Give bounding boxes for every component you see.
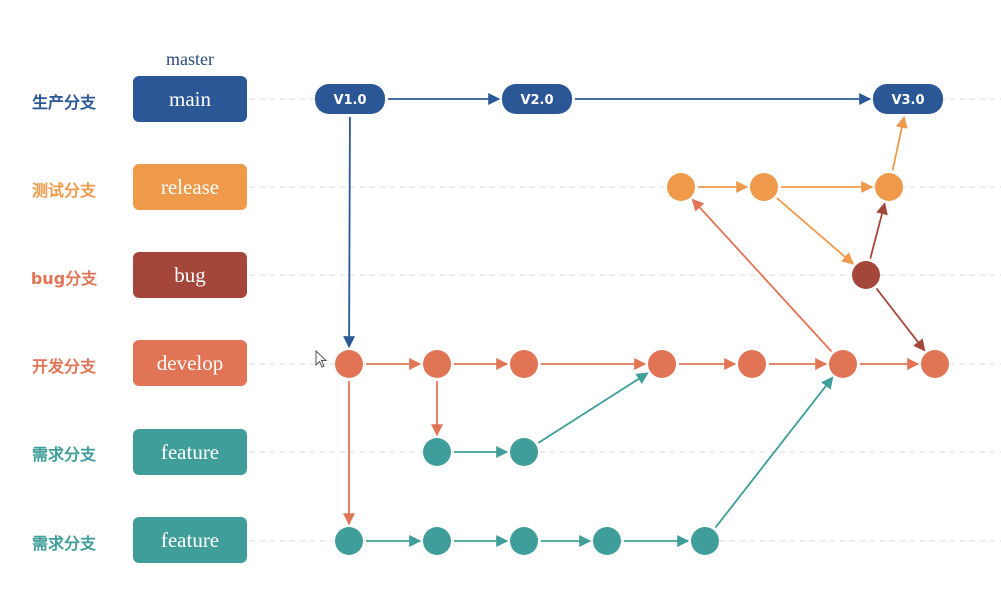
version-pill-v3 — [873, 84, 943, 114]
edge-r2-b1 — [776, 197, 855, 265]
lane-label-bug: bug分支 — [30, 269, 98, 288]
commit-node-d3 — [510, 350, 538, 378]
commit-node-g2 — [423, 527, 451, 555]
commit-node-b1 — [852, 261, 880, 289]
version-label-v2: V2.0 — [520, 93, 553, 108]
commit-node-g1 — [335, 527, 363, 555]
edge-b1-d7 — [875, 287, 926, 352]
branch-box-develop: develop — [133, 340, 247, 386]
edge-d6-r1 — [691, 198, 833, 353]
branch-box-feature2: feature — [133, 517, 247, 563]
master-label: master — [166, 49, 214, 69]
lane-label-feature2: 需求分支 — [31, 534, 96, 553]
mouse-pointer-icon — [315, 349, 328, 368]
lane-label-feature1: 需求分支 — [31, 445, 96, 464]
version-pill-v2 — [502, 84, 572, 114]
commit-node-d4 — [648, 350, 676, 378]
commit-node-r3 — [875, 173, 903, 201]
edge-f2-d4 — [537, 372, 649, 444]
commit-node-d1 — [335, 350, 363, 378]
commit-node-g3 — [510, 527, 538, 555]
commit-node-r1 — [667, 173, 695, 201]
edge-g5-d6 — [714, 376, 834, 529]
lane-label-develop: 开发分支 — [31, 357, 96, 376]
commit-node-d5 — [738, 350, 766, 378]
edge-v1-d1 — [343, 116, 356, 349]
commit-node-d7 — [921, 350, 949, 378]
commit-node-r2 — [750, 173, 778, 201]
branch-box-feature1: feature — [133, 429, 247, 475]
version-label-v1: V1.0 — [333, 93, 366, 108]
commit-node-g5 — [691, 527, 719, 555]
edge-r3-v3 — [891, 115, 908, 171]
branch-box-main: main — [133, 76, 247, 122]
branch-box-bug: bug — [133, 252, 247, 298]
commit-node-d6 — [829, 350, 857, 378]
lane-label-main: 生产分支 — [31, 93, 96, 112]
commit-node-f1 — [423, 438, 451, 466]
commit-node-d2 — [423, 350, 451, 378]
lane-label-release: 测试分支 — [31, 181, 96, 200]
commit-node-f2 — [510, 438, 538, 466]
version-pill-v1 — [315, 84, 385, 114]
branch-box-release: release — [133, 164, 247, 210]
edge-b1-r3 — [869, 202, 888, 259]
version-label-v3: V3.0 — [891, 93, 924, 108]
commit-node-g4 — [593, 527, 621, 555]
